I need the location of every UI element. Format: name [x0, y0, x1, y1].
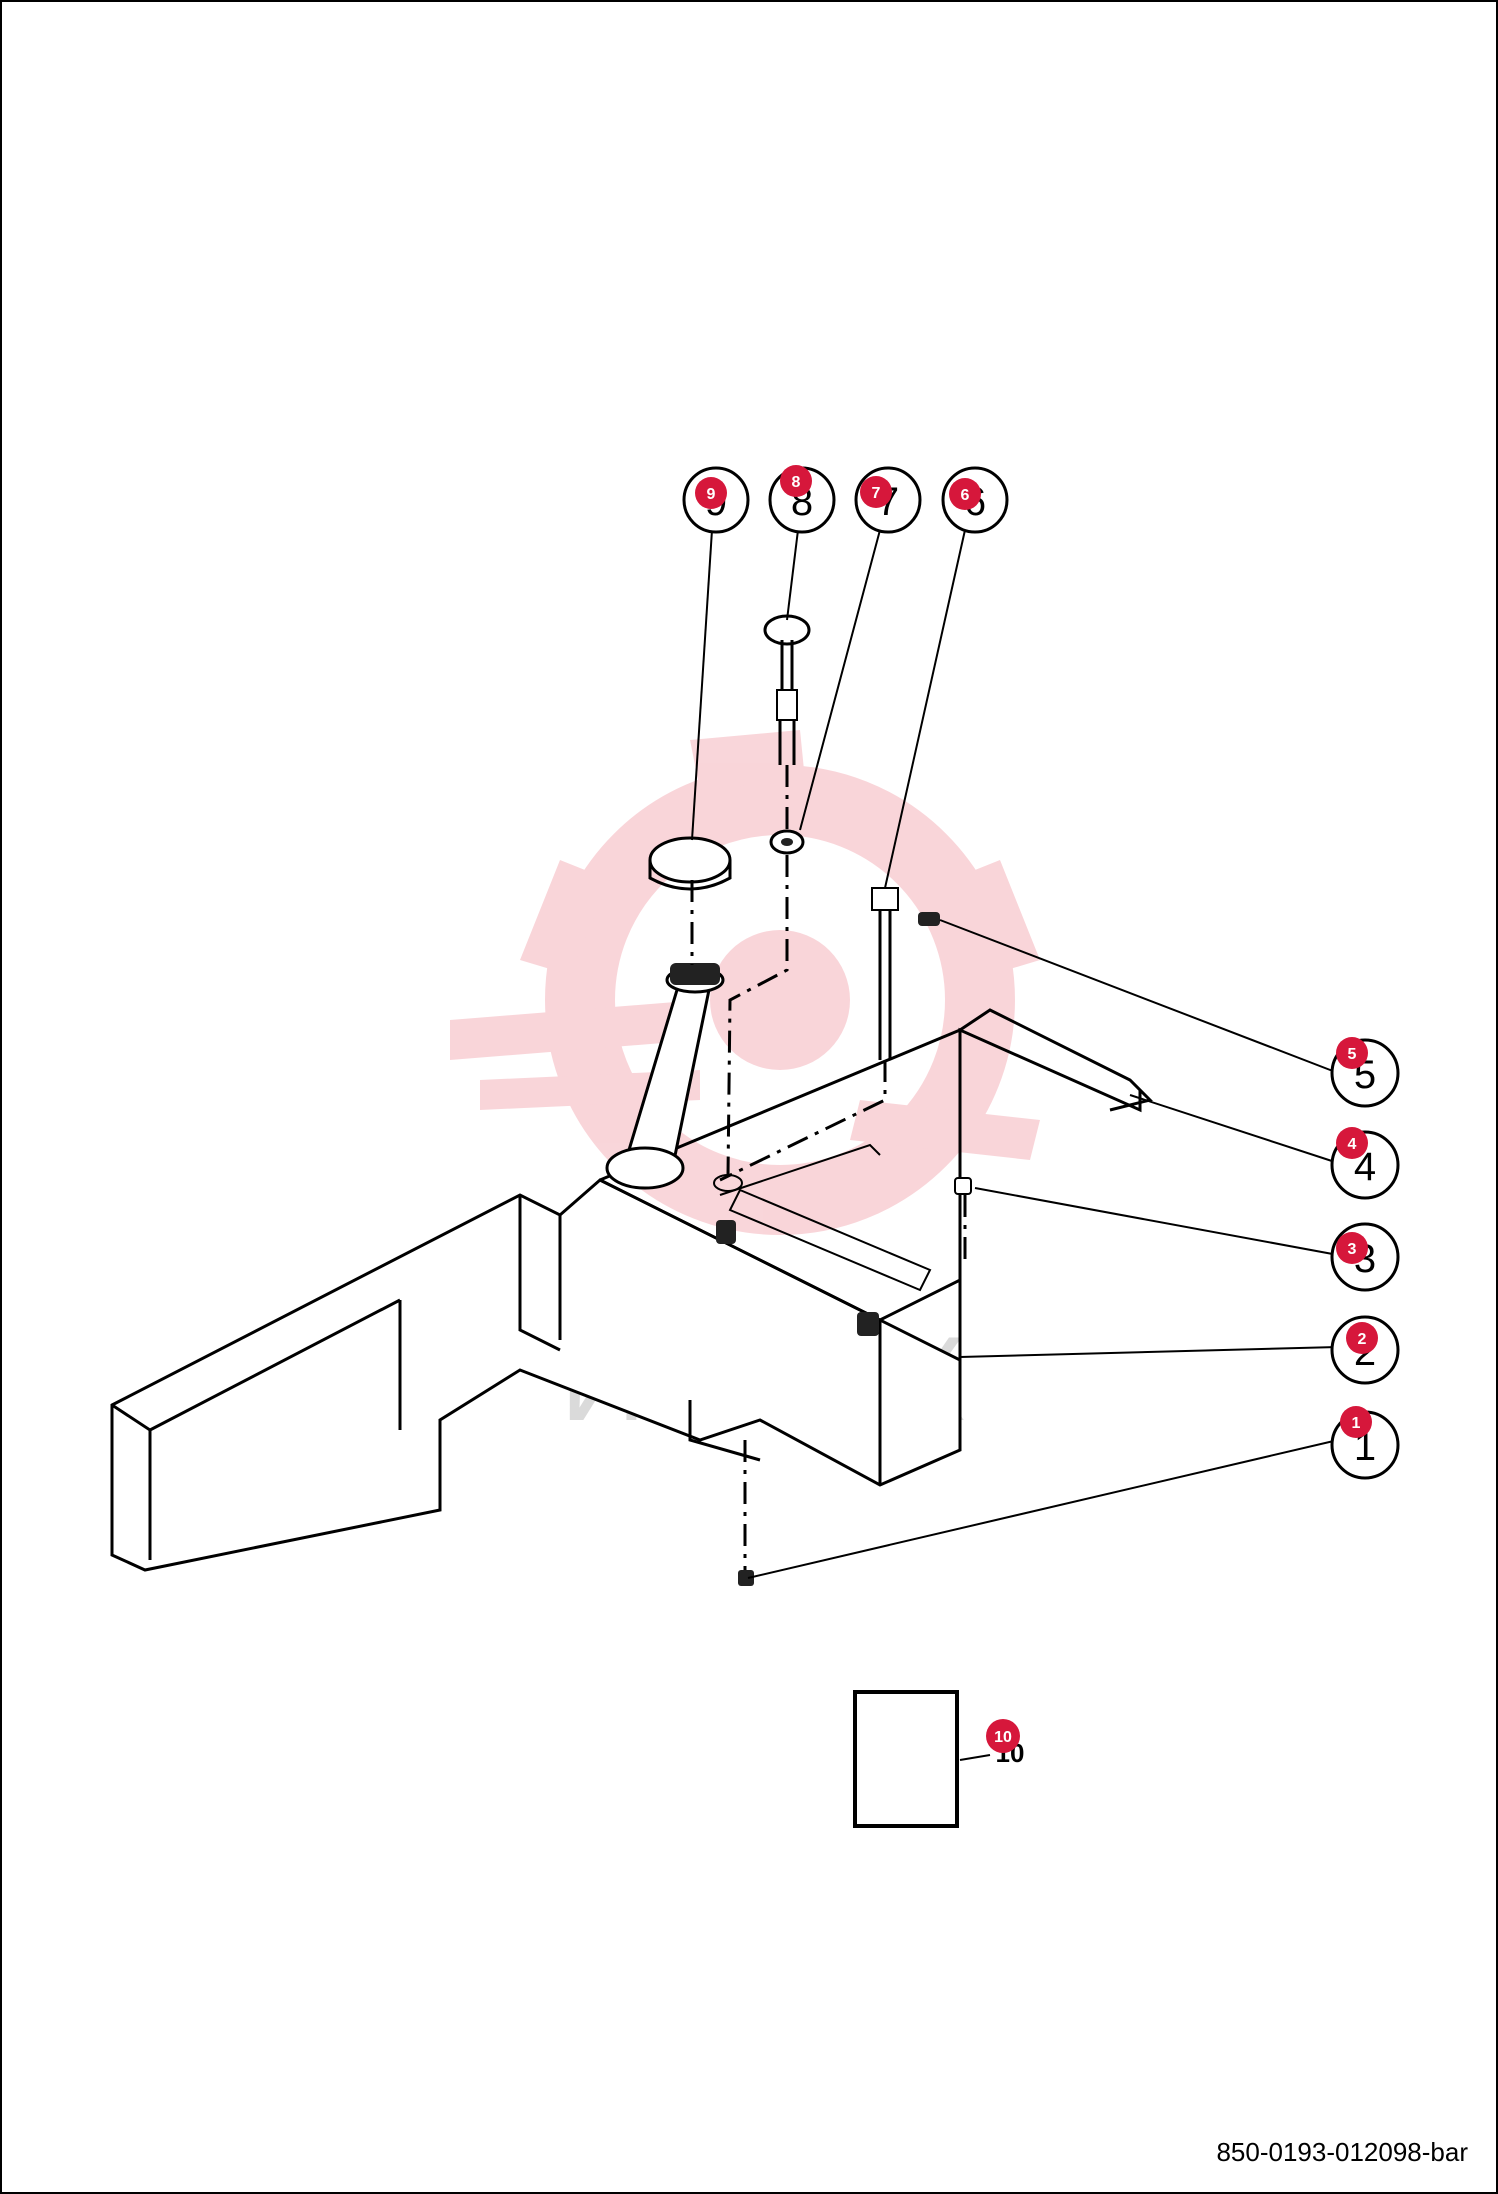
callout-9: 9 9 [682, 466, 750, 534]
assembly-lines [690, 765, 967, 1570]
exploded-parts [648, 614, 940, 1060]
callout-7: 7 7 [854, 466, 922, 534]
callout-4: 4 4 [1330, 1127, 1400, 1200]
drawing-code: 850-0193-012098-bar [1216, 2137, 1468, 2167]
callout-10: 10 10 [853, 1690, 1024, 1828]
watermark-logo [450, 730, 1040, 1235]
svg-text:8: 8 [792, 474, 801, 491]
svg-text:5: 5 [1348, 1046, 1357, 1063]
svg-text:6: 6 [961, 487, 970, 504]
leader-lines [691, 529, 1339, 1761]
callout-5: 5 5 [1330, 1037, 1400, 1108]
svg-text:10: 10 [994, 1729, 1012, 1746]
svg-text:1: 1 [1352, 1415, 1361, 1432]
document-box [853, 1690, 959, 1828]
callout-8: 8 8 [768, 465, 836, 534]
svg-text:4: 4 [1348, 1136, 1357, 1153]
svg-text:2: 2 [1358, 1331, 1367, 1348]
callout-3: 3 3 [1330, 1222, 1400, 1292]
callout-1: 1 1 [1330, 1406, 1400, 1480]
svg-text:7: 7 [872, 485, 881, 502]
fuel-tank-body [110, 963, 1153, 1586]
callout-2: 2 2 [1330, 1315, 1400, 1385]
callout-6: 6 6 [941, 466, 1009, 534]
svg-text:3: 3 [1348, 1241, 1357, 1258]
svg-text:9: 9 [707, 486, 716, 503]
